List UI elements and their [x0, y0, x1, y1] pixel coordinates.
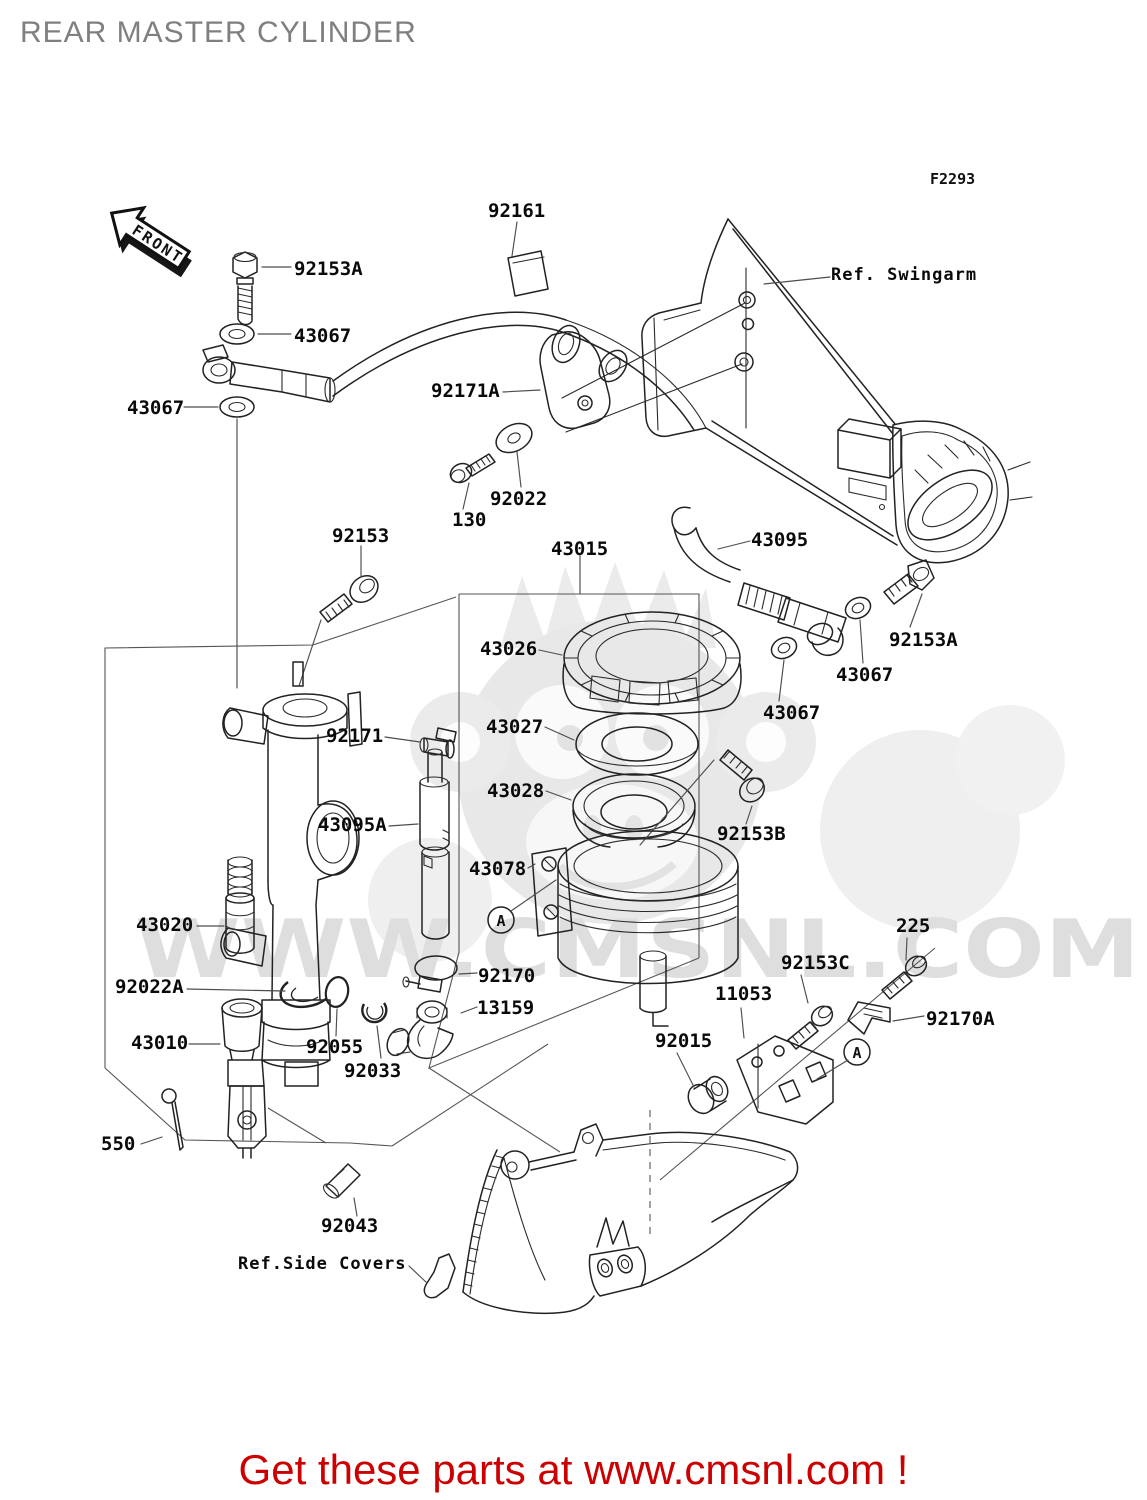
part-label-43020: 43020 [136, 914, 194, 936]
pushrod-43095a [388, 748, 450, 940]
hose-bracket-92171a [502, 324, 628, 430]
part-label-92170: 92170 [478, 965, 536, 987]
part-label-43095: 43095 [751, 529, 809, 551]
page-title: REAR MASTER CYLINDER [20, 16, 417, 49]
washer-43067-left [183, 396, 255, 689]
banjo-bolt-92153a [232, 251, 292, 326]
cms-watermark-text: WWW.CMSNL.COM [135, 903, 1140, 996]
footer-promo-text: Get these parts at www.cmsnl.com ! [238, 1446, 909, 1493]
part-label-92161: 92161 [488, 200, 546, 222]
screw-225 [881, 937, 928, 1000]
part-label-92015: 92015 [655, 1030, 713, 1052]
part-label-43078: 43078 [469, 858, 527, 880]
reservoir-cap-43026 [538, 555, 742, 715]
swingarm-outline [561, 218, 1033, 564]
washer-43067-top [219, 323, 292, 345]
washer-92022 [495, 422, 533, 488]
callout-a-left-text: A [496, 912, 505, 930]
part-label-92022a: 92022A [115, 976, 184, 998]
part-label-92153c: 92153C [781, 952, 850, 974]
part-label-43027: 43027 [486, 716, 544, 738]
part-label-225: 225 [896, 915, 931, 937]
side-cover-outline [408, 1123, 799, 1315]
part-label-92153: 92153 [332, 525, 390, 547]
cap-plate-43027 [544, 712, 699, 776]
banjo-bolt-92153a-right [883, 559, 935, 628]
master-cylinder-body [220, 661, 363, 1087]
bushing-92015 [676, 1052, 729, 1115]
ref-label-side-covers: Ref.Side Covers [238, 1254, 407, 1274]
o-ring-92055 [324, 976, 350, 1037]
part-label-550: 550 [101, 1133, 136, 1155]
elbow-13159 [386, 1000, 478, 1059]
part-label-92055: 92055 [306, 1036, 364, 1058]
part-label-13159: 13159 [477, 997, 535, 1019]
part-label-43067-2: 43067 [127, 397, 185, 419]
part-label-43028: 43028 [487, 780, 545, 802]
callout-a-left: A [487, 879, 557, 934]
clamp-92170a [847, 1001, 925, 1035]
screw-92153c [787, 974, 834, 1050]
damper-92161 [507, 221, 549, 297]
part-label-92153a-2: 92153A [889, 629, 958, 651]
part-label-92153b: 92153B [717, 823, 786, 845]
callout-a-right: A [816, 1038, 871, 1080]
ref-label-swingarm: Ref. Swingarm [831, 265, 978, 285]
washer-43067-right-upper [844, 596, 872, 664]
pin-92043 [322, 1163, 361, 1217]
part-label-92171: 92171 [326, 725, 384, 747]
brake-pipe-joint [202, 344, 336, 403]
part-label-92043: 92043 [321, 1215, 379, 1237]
cms-watermark-logo [368, 562, 1065, 962]
bracket-11053 [736, 1007, 834, 1125]
part-label-43026: 43026 [480, 638, 538, 660]
part-label-130: 130 [452, 509, 487, 531]
part-label-43067-4: 43067 [763, 702, 821, 724]
front-direction-marker: FRONT [109, 205, 192, 278]
piston-cup-43078 [527, 830, 739, 1027]
figure-code: F2293 [930, 170, 976, 188]
piston-assy-43020 [196, 856, 255, 954]
screw-92153 [298, 545, 379, 687]
part-label-43010: 43010 [131, 1032, 189, 1054]
part-label-11053: 11053 [715, 983, 773, 1005]
part-label-43067-1: 43067 [294, 325, 352, 347]
clamp-92170 [402, 955, 478, 993]
brake-hose-upper [332, 311, 707, 431]
part-label-92171a: 92171A [431, 380, 500, 402]
bolt-130 [449, 453, 496, 510]
part-label-92033: 92033 [344, 1060, 402, 1082]
washer-43067-right-lower [770, 636, 798, 702]
part-label-92022: 92022 [490, 488, 548, 510]
part-label-92153a-1: 92153A [294, 258, 363, 280]
cotter-pin-550 [140, 1088, 184, 1151]
part-label-43067-3: 43067 [836, 664, 894, 686]
part-label-92170a: 92170A [926, 1008, 995, 1030]
callout-a-right-text: A [852, 1044, 861, 1062]
part-label-43095a: 43095A [318, 814, 387, 836]
part-label-43015: 43015 [551, 538, 609, 560]
brake-hose-43095 [671, 506, 847, 656]
washer-92022a [186, 981, 327, 1009]
joint-92171 [384, 727, 457, 759]
rod-assy-43010 [188, 998, 267, 1159]
circlip-92033 [361, 1002, 388, 1059]
